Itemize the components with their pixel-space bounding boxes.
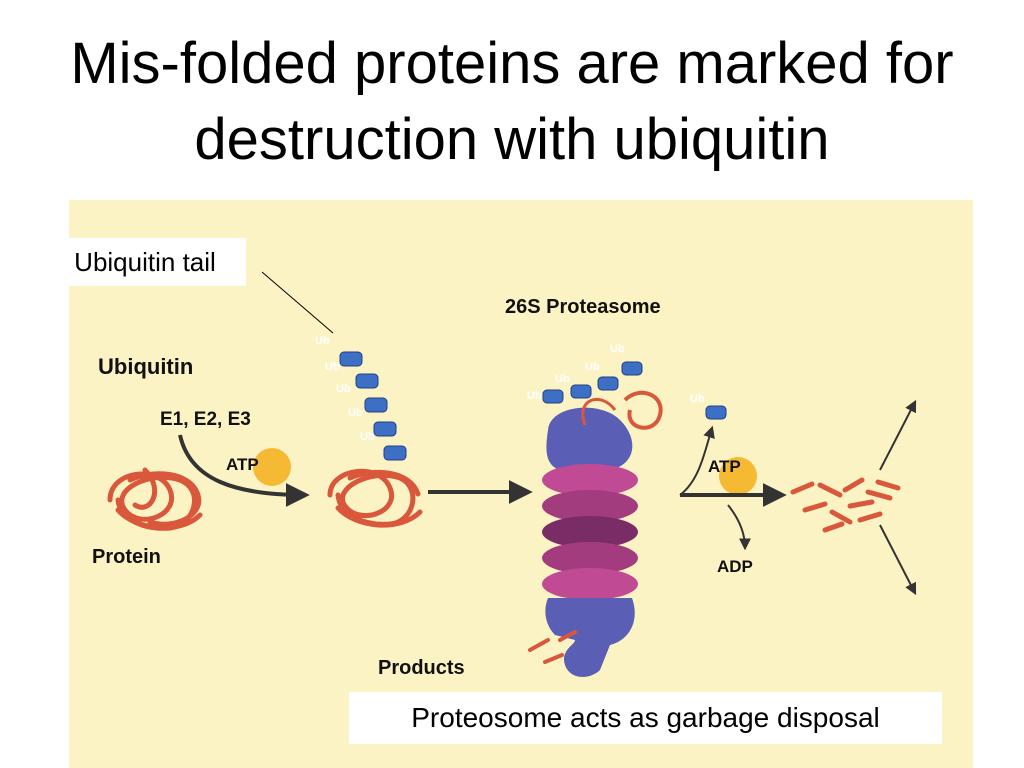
proteasome-ubiquitin-chain: Ub Ub Ub Ub Ub [527,343,727,420]
atp-icon [253,448,291,486]
adp-label: ADP [717,557,753,576]
protein-tangle-icon [107,467,203,531]
callout-pointer-line [261,271,334,334]
tagged-protein-icon [327,468,423,528]
enzymes-label: E1, E2, E3 [160,409,251,430]
ub-label-9: Ub [610,343,625,355]
ub-label-7: Ub [555,373,570,385]
garbage-disposal-callout: Proteosome acts as garbage disposal [349,692,942,744]
ubiquitin-chain: Ub Ub Ub Ub Ub [315,335,407,461]
ub-label-8: Ub [585,361,600,373]
product-fragments-icon [528,630,577,664]
products-label: Products [378,657,465,679]
adp-arrow [727,504,751,551]
proteasome-icon [542,390,663,677]
output-arrow-down [879,524,917,596]
ubiquitin-release-arrow [679,425,715,496]
ubiquitin-label: Ubiquitin [98,354,193,379]
enzyme-arrow [178,434,310,507]
atp-icon-2 [719,457,757,495]
atp-label-2: ATP [708,457,741,476]
ub-label-5: Ub [360,431,375,443]
ub-label-6: Ub [527,390,542,402]
ubiquitin-tail-callout: Ubiquitin tail [44,238,246,286]
proteasome-label: 26S Proteasome [505,296,661,318]
protein-label: Protein [92,546,161,568]
atp-label-1: ATP [226,455,259,474]
peptide-fragments-icon [790,477,901,533]
ub-label-3: Ub [336,383,351,395]
slide-title: Mis-folded proteins are marked for destr… [70,31,954,172]
ub-label-1: Ub [315,335,330,347]
ub-label-2: Ub [325,361,340,373]
output-arrow-up [879,399,917,471]
ub-label-10: Ub [690,393,705,405]
ub-label-4: Ub [348,407,363,419]
